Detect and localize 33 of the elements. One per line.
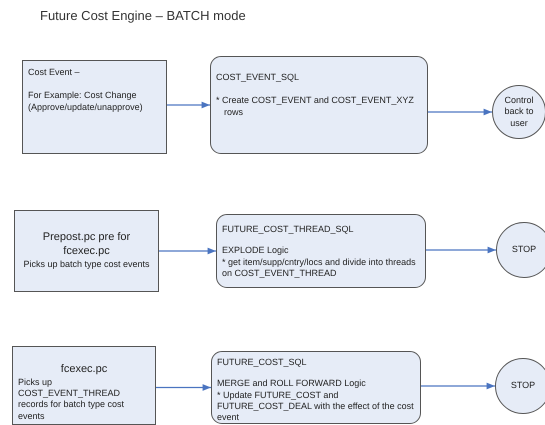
node-text: MERGE and ROLL FORWARD Logic <box>217 378 367 390</box>
process-box <box>210 56 428 154</box>
terminator-circle <box>495 358 545 414</box>
node-text: FUTURE_COST_THREAD_SQL <box>222 224 355 236</box>
arrow <box>426 246 496 254</box>
node-text: Prepost.pc pre for fcexec.pc <box>42 231 132 258</box>
arrow <box>428 108 492 116</box>
process-box <box>12 346 156 425</box>
arrow <box>167 102 210 108</box>
node-text: STOP <box>512 244 536 256</box>
process-box <box>14 210 159 292</box>
node-text: Cost Event – <box>28 67 81 78</box>
node-text: COST_EVENT_SQL <box>216 72 300 84</box>
terminator-circle <box>496 222 545 278</box>
process-box <box>216 214 426 288</box>
terminator-circle <box>492 85 545 139</box>
node-text: FUTURE_COST_SQL <box>217 357 308 368</box>
node-text: * get item/supp/cntry/locs and divide into threads on COST_EVENT_THREAD <box>222 256 417 279</box>
process-box <box>22 60 167 154</box>
node-text: For Example: Cost Change (Approve/update/unapprove) <box>28 90 144 113</box>
node-text: * Update FUTURE_COST and FUTURE_COST_DEAL with the effect of the cost event <box>217 390 415 424</box>
node-text: Picks up batch type cost events <box>22 258 151 270</box>
node-text: fcexec.pc <box>60 363 108 377</box>
arrow <box>159 248 216 254</box>
arrow <box>421 382 495 390</box>
node-text: STOP <box>510 380 536 392</box>
node-text: Control back to user <box>503 95 535 129</box>
node-text: Picks up COST_EVENT_THREAD records for batch type cost events <box>18 376 126 422</box>
diagram-title: Future Cost Engine – BATCH mode <box>40 8 246 23</box>
node-text: EXPLODE Logic <box>222 245 290 256</box>
arrow <box>156 384 211 391</box>
node-text: * Create COST_EVENT and COST_EVENT_XYZ rows <box>216 95 415 118</box>
process-box <box>211 351 421 424</box>
